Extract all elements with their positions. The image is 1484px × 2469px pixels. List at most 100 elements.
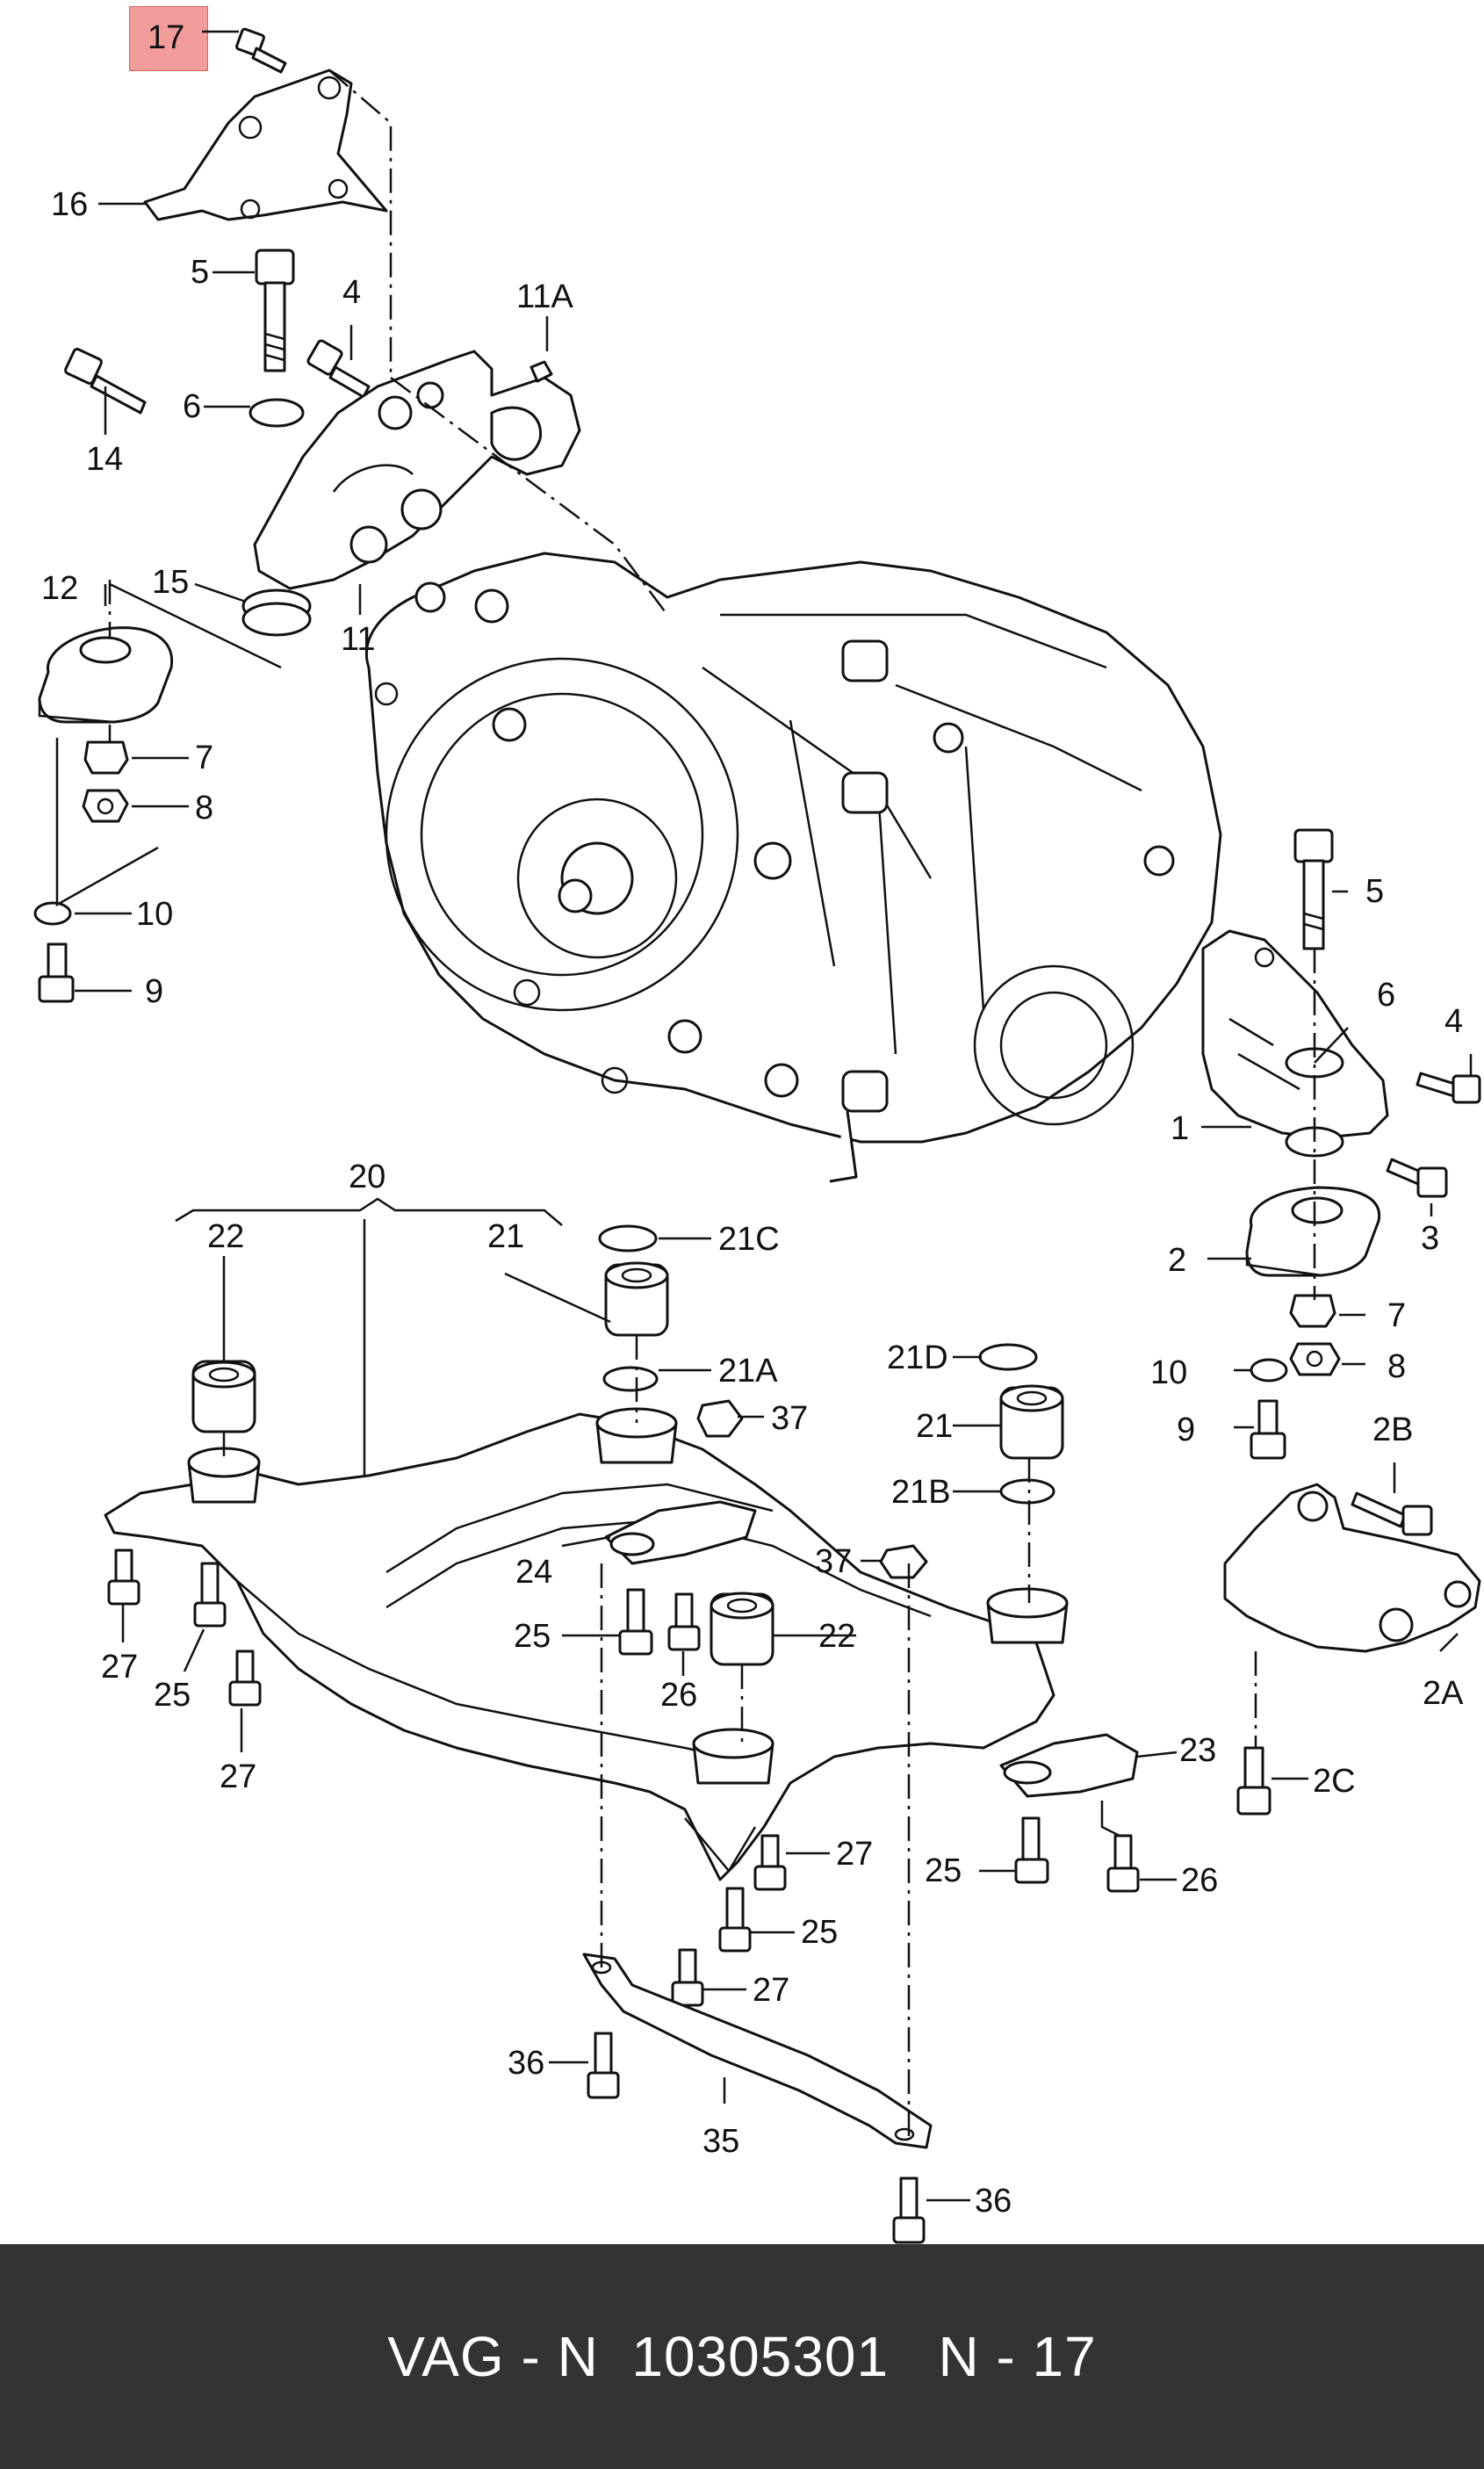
bolt-14 bbox=[64, 348, 147, 415]
callout-17: 17 bbox=[148, 19, 184, 56]
bracket-11 bbox=[253, 350, 581, 590]
callout-14: 14 bbox=[86, 441, 123, 478]
callout-7: 7 bbox=[1387, 1297, 1406, 1334]
highlight-box bbox=[129, 6, 208, 71]
callout-27: 27 bbox=[836, 1836, 873, 1873]
strut-35 bbox=[582, 1953, 933, 2149]
bolt-5-left bbox=[255, 249, 295, 372]
callout-5: 5 bbox=[191, 254, 209, 291]
bolt-5-right bbox=[1293, 828, 1334, 950]
bolt-26-a bbox=[667, 1592, 701, 1651]
bolt-25-d bbox=[1014, 1816, 1049, 1884]
callout-37: 37 bbox=[815, 1543, 852, 1580]
callout-10: 10 bbox=[1150, 1354, 1187, 1391]
bolt-17 bbox=[235, 27, 287, 74]
cup-lower bbox=[692, 1728, 774, 1785]
callout-4: 4 bbox=[1444, 1003, 1463, 1040]
bolt-36-b bbox=[892, 2177, 926, 2244]
bracket-1 bbox=[1201, 929, 1389, 1139]
bolt-25-c bbox=[718, 1887, 752, 1953]
bolt-27-c bbox=[753, 1834, 787, 1891]
callout-2B: 2B bbox=[1372, 1411, 1413, 1448]
bolt-2B bbox=[1351, 1491, 1433, 1536]
bolt-25-b bbox=[618, 1588, 653, 1656]
callout-37: 37 bbox=[771, 1400, 808, 1437]
callout-26: 26 bbox=[660, 1677, 697, 1714]
callout-4: 4 bbox=[342, 274, 361, 311]
callout-25: 25 bbox=[801, 1914, 838, 1951]
bolt-25-a bbox=[193, 1562, 227, 1628]
leader-lines bbox=[75, 30, 1473, 2202]
exploded-parts-diagram: 17 16 5 4 11A 6 14 12 15 11 7 8 10 9 5 6… bbox=[33, 19, 1481, 2244]
callout-9: 9 bbox=[1177, 1411, 1195, 1448]
callout-3: 3 bbox=[1421, 1220, 1439, 1257]
callout-1: 1 bbox=[1171, 1110, 1189, 1147]
callout-25: 25 bbox=[514, 1618, 551, 1655]
callout-8: 8 bbox=[195, 790, 213, 827]
part-number-footer: VAG - N 10305301 N - 17 bbox=[0, 2244, 1484, 2469]
cap-21D bbox=[978, 1343, 1038, 1371]
bushing-21-centre bbox=[604, 1261, 669, 1337]
washer-6 bbox=[249, 398, 305, 428]
callout-21D: 21D bbox=[887, 1339, 948, 1376]
callout-22: 22 bbox=[818, 1618, 855, 1655]
callout-11: 11 bbox=[341, 621, 375, 658]
callout-7: 7 bbox=[195, 740, 213, 776]
bolt-2C bbox=[1236, 1746, 1271, 1816]
callout-21A: 21A bbox=[718, 1353, 778, 1390]
callout-12: 12 bbox=[41, 570, 78, 607]
bolt-9-left bbox=[38, 942, 75, 1003]
callout-21: 21 bbox=[487, 1218, 524, 1255]
mount-2 bbox=[1245, 1186, 1381, 1277]
cup-centre bbox=[595, 1407, 678, 1464]
washer-10-right bbox=[1250, 1358, 1288, 1382]
callout-2: 2 bbox=[1168, 1242, 1186, 1279]
bushing-22-centre bbox=[710, 1592, 774, 1666]
bolt-3 bbox=[1386, 1158, 1448, 1198]
bushing-21-right bbox=[999, 1384, 1064, 1460]
bolt-27-a bbox=[107, 1549, 140, 1606]
nut-37-centre bbox=[696, 1399, 744, 1438]
nut-7-left bbox=[83, 740, 129, 775]
callout-27: 27 bbox=[101, 1649, 138, 1686]
callout-24: 24 bbox=[515, 1554, 552, 1591]
bolt-36-a bbox=[587, 2032, 620, 2099]
callout-10: 10 bbox=[136, 896, 173, 933]
bolt-26-b bbox=[1106, 1834, 1140, 1893]
callout-6: 6 bbox=[1377, 977, 1395, 1014]
callout-21B: 21B bbox=[891, 1474, 951, 1511]
cap-21C bbox=[598, 1224, 658, 1253]
callout-36: 36 bbox=[508, 2045, 544, 2082]
bolt-9-right bbox=[1250, 1399, 1286, 1460]
callout-labels: 17 16 5 4 11A 6 14 12 15 11 7 8 10 9 5 6… bbox=[41, 19, 1464, 2220]
bolt-4-right bbox=[1416, 1072, 1481, 1104]
bushing-22-left bbox=[191, 1360, 256, 1433]
bracket-16 bbox=[143, 69, 388, 221]
mount-12 bbox=[38, 626, 174, 724]
callout-6: 6 bbox=[183, 388, 201, 425]
washer-10-left bbox=[33, 901, 72, 926]
nut-7-right bbox=[1289, 1294, 1336, 1328]
callout-27: 27 bbox=[753, 1972, 789, 2009]
gearbox-housing bbox=[364, 552, 1222, 1183]
nut-37-right bbox=[879, 1544, 928, 1579]
callout-2A: 2A bbox=[1423, 1675, 1464, 1712]
nut-8-right bbox=[1289, 1342, 1341, 1376]
callout-16: 16 bbox=[51, 186, 88, 223]
bolt-27-b bbox=[228, 1650, 262, 1707]
callout-21C: 21C bbox=[718, 1221, 780, 1258]
bolt-4-left bbox=[306, 339, 371, 399]
callout-9: 9 bbox=[145, 973, 163, 1010]
callout-21: 21 bbox=[916, 1408, 953, 1445]
bolt-27-d bbox=[671, 1948, 704, 2007]
washer-21A bbox=[602, 1366, 659, 1392]
callout-25: 25 bbox=[154, 1677, 191, 1714]
callout-15: 15 bbox=[152, 564, 189, 601]
part-number-text: VAG - N 10305301 N - 17 bbox=[387, 2325, 1097, 2388]
cup-left bbox=[187, 1447, 261, 1504]
callout-8: 8 bbox=[1387, 1348, 1406, 1385]
callout-11A: 11A bbox=[516, 278, 573, 315]
cup-right bbox=[986, 1587, 1069, 1644]
washer-21B bbox=[999, 1478, 1055, 1505]
callout-25: 25 bbox=[925, 1852, 962, 1889]
